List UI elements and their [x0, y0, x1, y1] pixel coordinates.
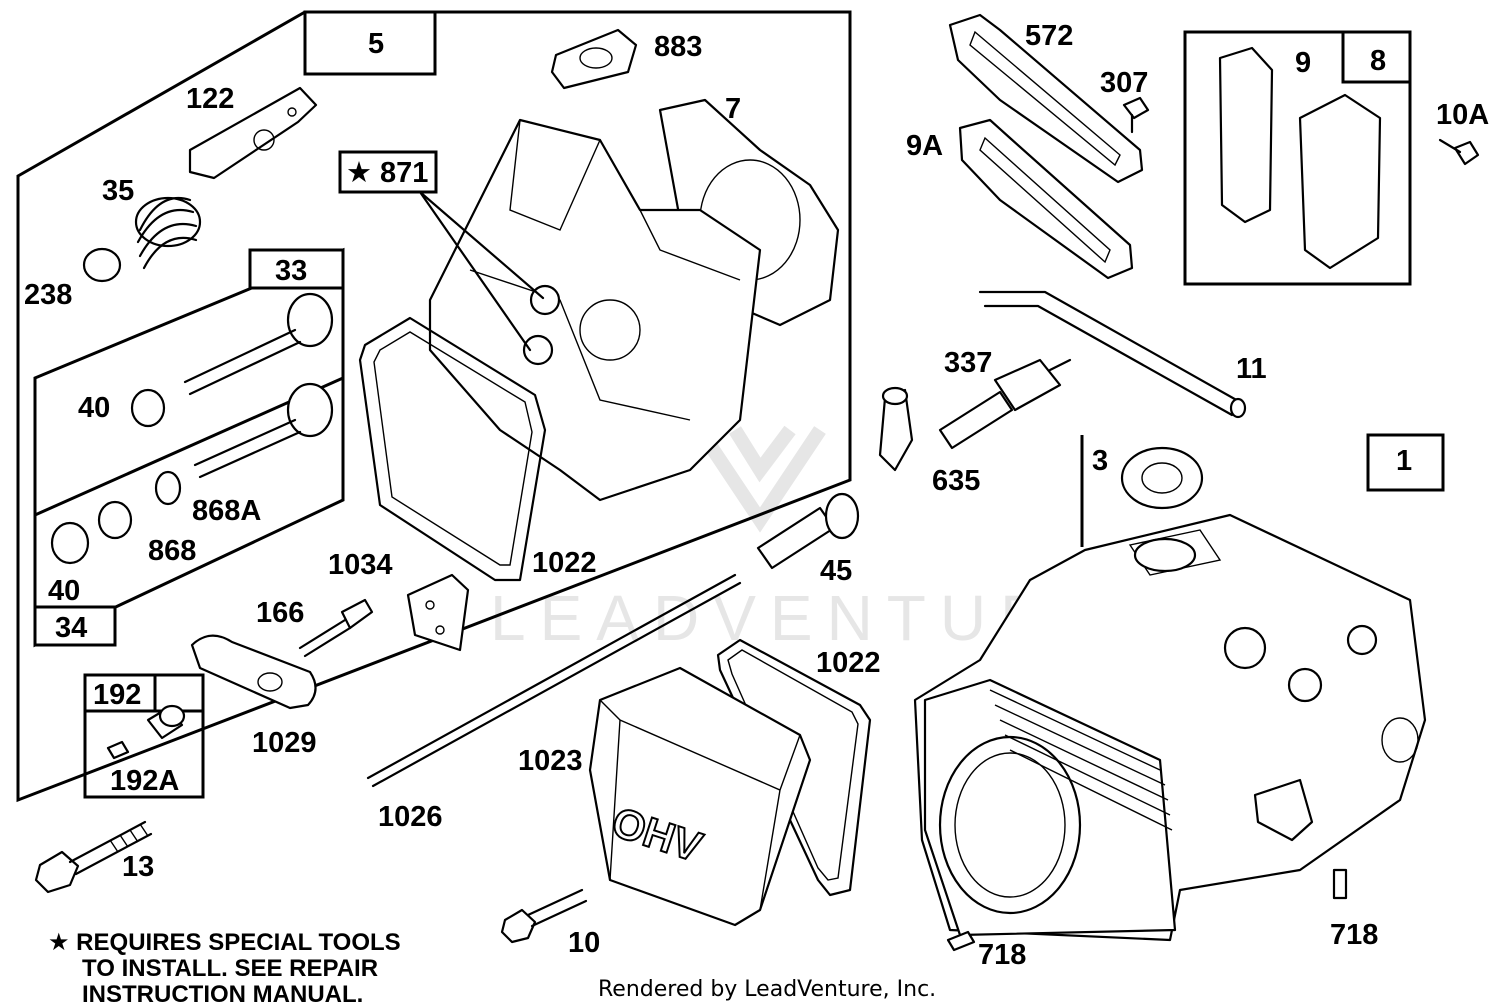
part-1029-rocker-arm — [190, 634, 317, 710]
callout-122: 122 — [186, 83, 234, 115]
callout-883: 883 — [654, 31, 702, 63]
part-10-bolt — [500, 888, 588, 944]
part-337-spark-plug — [938, 358, 1072, 450]
box-192 — [83, 673, 157, 713]
callout-9: 9 — [1295, 47, 1311, 79]
callout-40-lower: 40 — [48, 575, 80, 607]
callout-635: 635 — [932, 465, 980, 497]
part-307-screw — [1122, 96, 1150, 134]
part-122-plate — [188, 86, 318, 180]
part-8-breather-cover — [1298, 93, 1382, 270]
callout-718-left: 718 — [978, 939, 1026, 971]
box-1 — [1366, 433, 1445, 492]
callout-35: 35 — [102, 175, 134, 207]
part-1023-rocker-cover: OHV — [588, 666, 812, 927]
callout-307: 307 — [1100, 67, 1148, 99]
callout-868a: 868A — [192, 495, 261, 527]
callout-572: 572 — [1025, 20, 1073, 52]
callout-33: 33 — [275, 255, 307, 287]
callout-40-upper: 40 — [78, 392, 110, 424]
callout-868: 868 — [148, 535, 196, 567]
breather-cover-kit-frame: 8 9 — [1183, 30, 1412, 286]
callout-1023: 1023 — [518, 745, 583, 777]
callout-34: 34 — [55, 612, 87, 644]
part-238-cap — [82, 247, 122, 283]
engine-cylinder-block — [913, 513, 1427, 942]
callout-1022-lower: 1022 — [816, 647, 881, 679]
callout-718-right: 718 — [1330, 919, 1378, 951]
callout-45: 45 — [820, 555, 852, 587]
callout-5: 5 — [368, 28, 384, 60]
box-871 — [338, 150, 438, 194]
leader-871-b — [418, 190, 532, 352]
callout-192: 192 — [93, 679, 141, 711]
cylinder-head — [428, 118, 762, 502]
footnote-line-3: INSTRUCTION MANUAL. — [82, 981, 363, 1008]
callout-9a: 9A — [906, 130, 943, 162]
breather-kit-frame: 192 — [83, 673, 205, 799]
part-9a-gasket — [958, 118, 1134, 280]
part-1026-push-rod — [366, 573, 742, 788]
callout-1022-upper: 1022 — [532, 547, 597, 579]
part-1022-rocker-gasket-upper — [358, 316, 547, 582]
part-166-stud — [298, 598, 374, 658]
part-34-valve-intake — [193, 382, 334, 479]
box-8 — [1341, 30, 1412, 84]
part-9-gasket — [1218, 46, 1274, 224]
callout-166: 166 — [256, 597, 304, 629]
box-5 — [303, 10, 437, 76]
box-33 — [248, 248, 345, 290]
footnote-line-2: TO INSTALL. SEE REPAIR — [82, 955, 378, 982]
part-11-breather-tube — [978, 290, 1247, 419]
cylinder-head-kit-frame: 5 — [16, 10, 852, 803]
footnote-line-1: ★ REQUIRES SPECIAL TOOLS — [48, 929, 401, 956]
part-45-tube — [756, 492, 860, 570]
part-635-spark-boot — [878, 386, 914, 472]
part-718-pin-right — [1332, 868, 1348, 900]
callout-10: 10 — [568, 927, 600, 959]
render-credit: Rendered by LeadVenture, Inc. — [598, 977, 936, 1002]
part-33-valve-exhaust — [183, 292, 334, 396]
callout-337: 337 — [944, 347, 992, 379]
part-40-retainer-upper — [130, 388, 166, 428]
part-1034-plate — [406, 573, 470, 652]
box-34 — [33, 605, 117, 647]
part-883-gasket — [550, 28, 638, 90]
callout-10a: 10A — [1436, 99, 1489, 131]
part-572-gasket — [948, 13, 1144, 184]
part-40-retainer-lower — [50, 521, 90, 565]
callout-7: 7 — [725, 93, 741, 125]
callout-1026: 1026 — [378, 801, 443, 833]
part-718-pin-left — [946, 930, 976, 952]
callout-1029: 1029 — [252, 727, 317, 759]
callout-13: 13 — [122, 851, 154, 883]
leader-871-a — [418, 190, 545, 300]
callout-8: 8 — [1370, 45, 1386, 77]
callout-1: 1 — [1396, 445, 1412, 477]
part-13-bolt — [34, 820, 153, 894]
part-192a-plug — [106, 740, 130, 760]
part-868-seal — [97, 500, 133, 540]
callout-3: 3 — [1092, 445, 1108, 477]
callout-1034: 1034 — [328, 549, 393, 581]
callout-11: 11 — [1236, 353, 1267, 385]
part-35-spring — [134, 196, 202, 270]
callout-871: ★ 871 — [346, 157, 428, 189]
part-192-fitting — [146, 704, 186, 740]
part-10a-bolt — [1438, 138, 1480, 166]
cylinder-crankcase-frame: 1 — [1080, 433, 1445, 547]
callout-192a: 192A — [110, 765, 179, 797]
special-tools-footnote: ★ REQUIRES SPECIAL TOOLS TO INSTALL. SEE… — [48, 929, 401, 1008]
part-3-oil-seal — [1120, 446, 1204, 510]
callout-238: 238 — [24, 279, 72, 311]
part-868a-washer — [154, 470, 182, 506]
